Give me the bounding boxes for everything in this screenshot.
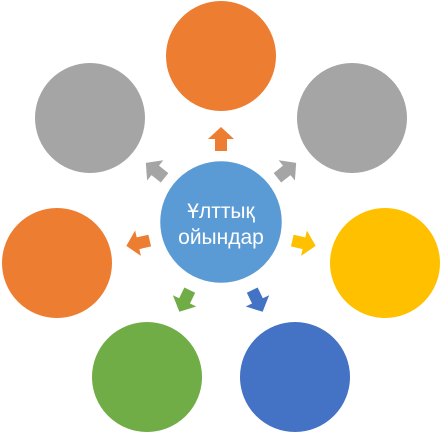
center-label-line1: Ұлттық: [187, 200, 255, 223]
node-upper-right: [295, 61, 409, 175]
node-left: [0, 206, 114, 320]
arrow-upper-left-icon: [145, 160, 169, 183]
node-lower-right: [238, 320, 352, 434]
node-lower-left: [90, 320, 204, 434]
center-label-line2: ойындар: [178, 226, 264, 249]
arrow-lower-left-icon: [172, 287, 197, 312]
node-right: [328, 206, 442, 320]
arrow-up-icon: [208, 127, 234, 151]
arrow-lower-right-icon: [245, 287, 270, 312]
arrow-left-icon: [126, 230, 152, 256]
node-upper-left: [33, 61, 147, 175]
center-node: [157, 158, 285, 286]
node-top: [164, 0, 278, 113]
arrow-upper-right-icon: [273, 160, 297, 183]
arrow-right-icon: [290, 230, 316, 256]
